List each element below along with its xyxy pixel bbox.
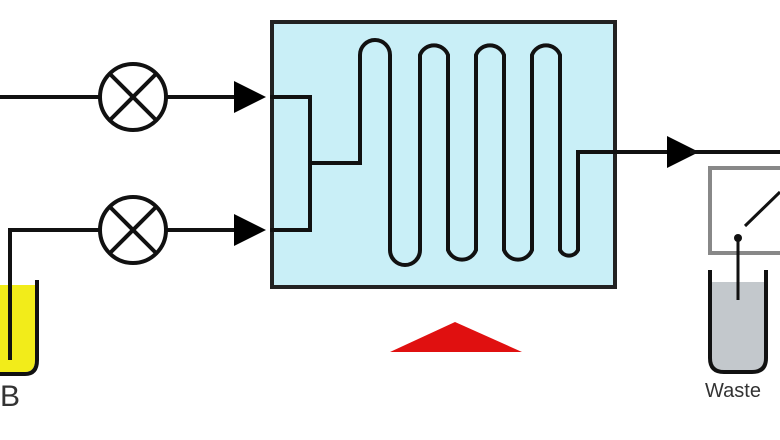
detector-icon: [708, 166, 780, 300]
heater-icon: [390, 322, 522, 352]
waste-beaker: [708, 260, 768, 374]
t-junction: [270, 95, 312, 232]
pump-a-icon: [98, 62, 168, 132]
reagent-b-label: B: [0, 380, 21, 413]
serpentine-channel: [310, 38, 700, 267]
reagent-b-beaker: [0, 230, 39, 376]
reactor-chip: [270, 20, 617, 289]
pump-b-icon: [98, 195, 168, 265]
waste-label: Waste: [705, 380, 761, 402]
